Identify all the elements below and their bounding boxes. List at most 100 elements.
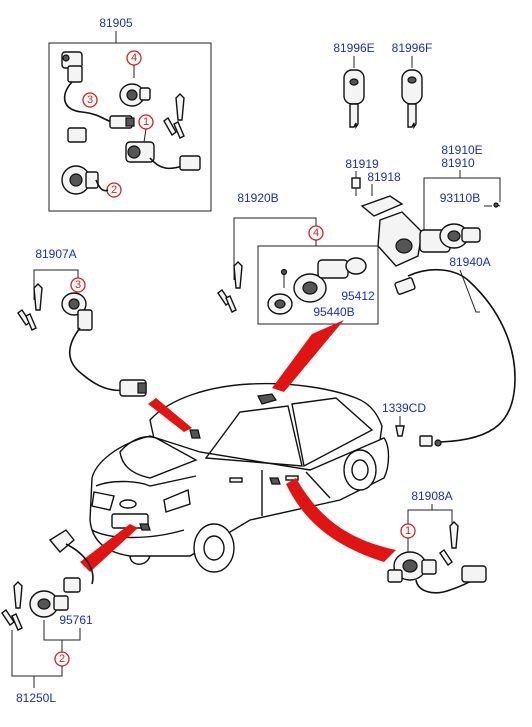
door-cylinder-81908A xyxy=(387,551,437,583)
connector-1 xyxy=(179,155,201,171)
label-81907A[interactable]: 81907A xyxy=(35,247,76,261)
trunk-cylinder-2 xyxy=(61,165,99,195)
keys-pair-81907A xyxy=(17,283,43,331)
car-front-door-handle xyxy=(285,475,299,481)
label-81919[interactable]: 81919 xyxy=(345,157,379,171)
label-81918[interactable]: 81918 xyxy=(367,170,401,184)
svg-text:3: 3 xyxy=(75,279,81,291)
connector-3 xyxy=(109,115,135,129)
door-lock-actuator xyxy=(61,51,83,83)
connector-81908A xyxy=(461,565,487,583)
svg-text:1: 1 xyxy=(143,116,149,128)
car-trunk-line xyxy=(95,475,197,487)
svg-text:4: 4 xyxy=(313,227,319,239)
key-set-81920B-box xyxy=(257,245,379,325)
door-lock-81908A-group: 81908A 1 xyxy=(387,489,487,594)
label-81250L[interactable]: 81250L xyxy=(16,691,56,705)
connector-small-3 xyxy=(67,127,87,143)
connector-95761 xyxy=(63,577,81,593)
keys-pair-81920B xyxy=(217,261,243,313)
label-95440B[interactable]: 95440B xyxy=(313,305,354,319)
ignition-cylinder-1 xyxy=(125,141,155,163)
label-81908A[interactable]: 81908A xyxy=(411,489,452,503)
wire-81907A xyxy=(68,327,125,392)
key-blanks-group: 81996E 81996F xyxy=(333,41,433,130)
trunk-latch-95761 xyxy=(48,529,75,553)
key-set-81920B-group: 81920B 4 95412 95440B xyxy=(217,191,379,325)
wire-harness-1 xyxy=(149,157,183,170)
label-95412[interactable]: 95412 xyxy=(341,289,375,303)
car-front-wheel xyxy=(343,449,377,491)
wire-95761 xyxy=(65,543,94,585)
svg-text:4: 4 xyxy=(131,52,137,64)
screw-93110B xyxy=(493,202,501,208)
screw-81919 xyxy=(351,177,361,196)
door-lock-81907A-group: 81907A 3 xyxy=(17,247,147,397)
label-1339CD[interactable]: 1339CD xyxy=(382,401,426,415)
ring-95440B xyxy=(267,293,293,315)
callout-3-left[interactable] xyxy=(70,277,86,293)
label-81910E[interactable]: 81910E xyxy=(441,143,482,157)
car-rear-door-handle xyxy=(229,477,243,483)
label-81940A[interactable]: 81940A xyxy=(449,255,490,269)
key-set-81905-group: 81905 4 3 1 2 xyxy=(48,16,212,212)
keys-pair-81250L xyxy=(1,581,23,631)
svg-text:3: 3 xyxy=(87,94,93,106)
callout-3-top[interactable] xyxy=(82,92,98,108)
pointer-ignition xyxy=(272,320,344,392)
pointer-trunk xyxy=(80,524,138,572)
car-tail-light-left xyxy=(91,491,115,511)
label-81996E[interactable]: 81996E xyxy=(333,41,374,55)
label-81910[interactable]: 81910 xyxy=(441,156,475,170)
pointer-rear-door xyxy=(148,398,192,432)
ignition-cylinder-81920B xyxy=(293,257,367,303)
key-set-box xyxy=(48,42,212,212)
car-roof-key-marker xyxy=(257,393,277,405)
car-rear-left-tire xyxy=(129,555,151,565)
car-rear-wheel xyxy=(193,523,235,573)
car-rear-window xyxy=(119,436,198,479)
car-rear-bumper xyxy=(91,529,185,539)
steering-lock-body xyxy=(377,211,481,267)
car-tail-light-right xyxy=(163,489,191,513)
svg-text:1: 1 xyxy=(405,525,411,537)
ignition-assembly-group: 81919 81918 81910E 81910 93110B xyxy=(345,143,501,267)
key-81996F xyxy=(401,69,423,130)
screw-95412 xyxy=(280,268,288,288)
keys-pair-81908A xyxy=(439,521,459,567)
car-front-door-lock-marker xyxy=(269,477,281,485)
key-81996E xyxy=(343,69,365,130)
cable-81940A-group: 81940A xyxy=(394,255,516,447)
car-rear-side-window xyxy=(204,405,303,467)
trunk-cylinder-81250L xyxy=(29,590,69,618)
keys-pair-top xyxy=(163,93,185,139)
red-pointers xyxy=(80,320,396,572)
door-cylinder-81907A xyxy=(61,292,93,331)
label-81905[interactable]: 81905 xyxy=(99,16,133,30)
connector-81907A xyxy=(119,379,147,397)
svg-text:2: 2 xyxy=(59,653,65,665)
label-95761[interactable]: 95761 xyxy=(59,613,93,627)
car-emblem xyxy=(119,499,137,509)
car-front-side-window xyxy=(291,397,374,468)
wire-harness-3 xyxy=(63,81,113,123)
cable-end-81940A xyxy=(394,277,416,295)
car-rear-door-lock-marker xyxy=(189,429,201,439)
trunk-lock-81250L-group: 95761 2 81250L xyxy=(1,529,94,705)
clip-1339CD-group: 1339CD xyxy=(382,401,426,437)
car-door-line-front xyxy=(305,471,331,499)
car-illustration xyxy=(89,382,390,573)
wire-harness-2 xyxy=(95,179,109,192)
clip-1339CD xyxy=(395,425,405,437)
label-81996F[interactable]: 81996F xyxy=(392,41,433,55)
cable-81940A xyxy=(407,268,516,443)
svg-text:2: 2 xyxy=(111,184,117,196)
lock-cylinder-4 xyxy=(119,83,151,107)
label-93110B[interactable]: 93110B xyxy=(440,191,480,205)
pointer-front-door xyxy=(286,478,396,562)
car-trunk-lock-marker xyxy=(139,523,151,531)
label-81920B[interactable]: 81920B xyxy=(237,191,278,205)
car-roof xyxy=(149,382,383,471)
bracket-81918 xyxy=(360,195,404,217)
